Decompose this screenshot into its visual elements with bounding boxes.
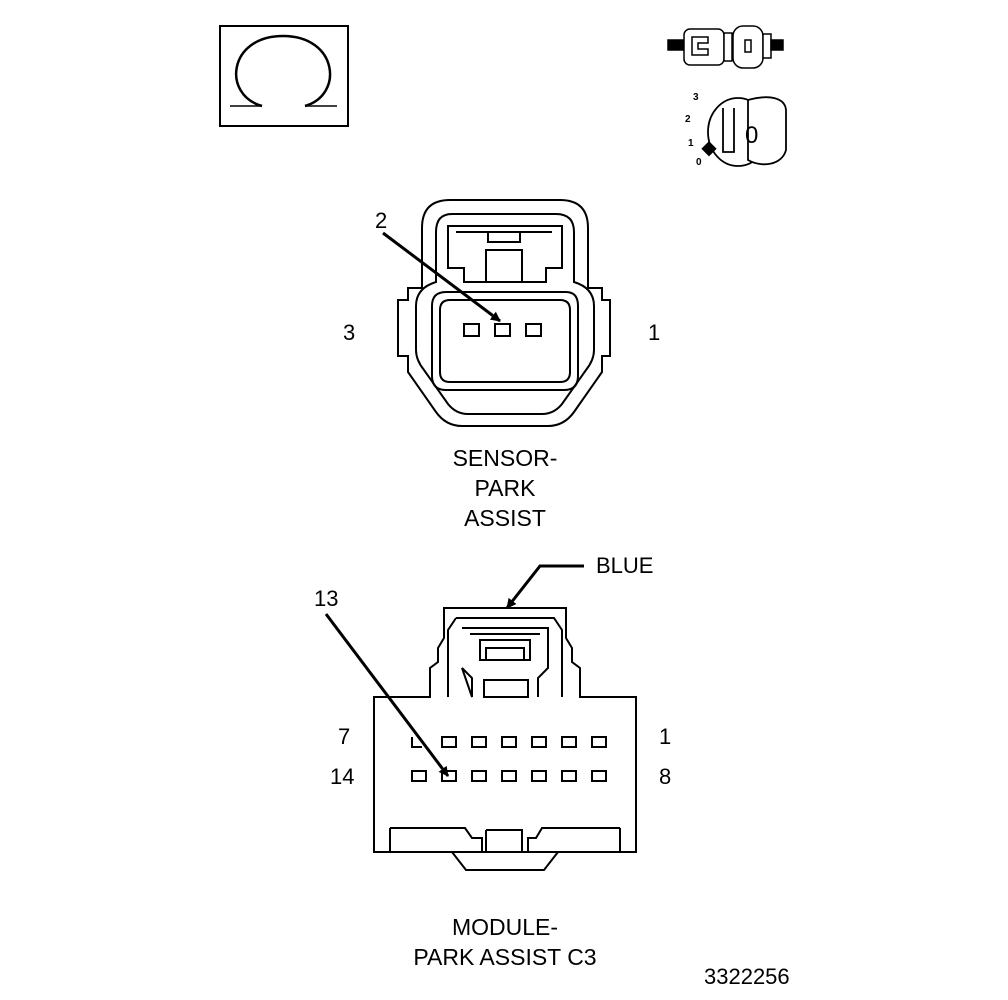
- module-caption-line-1: MODULE-: [451, 914, 559, 940]
- module-pins: [411, 736, 607, 782]
- module-pin-6: [441, 736, 457, 748]
- sensor-pin-1: [525, 323, 542, 337]
- ignition-position-1: 1: [688, 138, 694, 149]
- module-pin-10: [531, 770, 547, 782]
- ignition-key-label: 0: [745, 122, 759, 149]
- ignition-key-icon: [701, 96, 787, 167]
- module-caption-line-2: PARK ASSIST C3: [413, 944, 597, 970]
- disconnected-connector-icon: [667, 25, 784, 69]
- module-callout-pin-label: 13: [314, 586, 339, 611]
- module-pin-5: [471, 736, 487, 748]
- sensor-pin-2-callout-arrow: [382, 231, 501, 323]
- sensor-connector-housing: [397, 199, 611, 427]
- figure-id: 3322256: [704, 964, 790, 989]
- ignition-position-3: 3: [693, 92, 699, 103]
- sensor-right-pin-label: 1: [648, 320, 661, 345]
- sensor-caption-line-3: ASSIST: [464, 505, 546, 531]
- module-pin-3: [531, 736, 547, 748]
- ohmmeter-icon: [219, 25, 349, 127]
- ignition-position-0: 0: [696, 157, 702, 168]
- module-caption: MODULE- PARK ASSIST C3: [380, 912, 630, 972]
- ignition-position-2: 2: [685, 114, 691, 125]
- module-pin-13-callout-arrow: [324, 613, 450, 777]
- sensor-left-pin-label: 3: [343, 320, 356, 345]
- module-row1-left-label: 7: [338, 724, 351, 749]
- sensor-caption-line-2: PARK: [474, 475, 536, 501]
- module-pin-2: [561, 736, 577, 748]
- module-row1-right-label: 1: [659, 724, 672, 749]
- sensor-callout-pin-label: 2: [375, 208, 388, 233]
- sensor-caption-line-1: SENSOR-: [452, 445, 558, 471]
- sensor-pin-3: [463, 323, 480, 337]
- blue-color-label: BLUE: [596, 553, 654, 578]
- module-pin-1: [591, 736, 607, 748]
- sensor-caption: SENSOR- PARK ASSIST: [405, 443, 605, 533]
- module-pin-9: [561, 770, 577, 782]
- module-pin-8: [591, 770, 607, 782]
- sensor-pins: [463, 323, 542, 337]
- module-pin-11: [501, 770, 517, 782]
- module-pin-14: [411, 770, 427, 782]
- module-row2-left-label: 14: [330, 764, 355, 789]
- sensor-pin-2: [494, 323, 511, 337]
- module-connector-housing: [373, 607, 637, 871]
- blue-callout-arrow: [505, 564, 584, 609]
- module-pin-12: [471, 770, 487, 782]
- module-pin-4: [501, 736, 517, 748]
- module-pin-7: [411, 737, 422, 748]
- module-row2-right-label: 8: [659, 764, 672, 789]
